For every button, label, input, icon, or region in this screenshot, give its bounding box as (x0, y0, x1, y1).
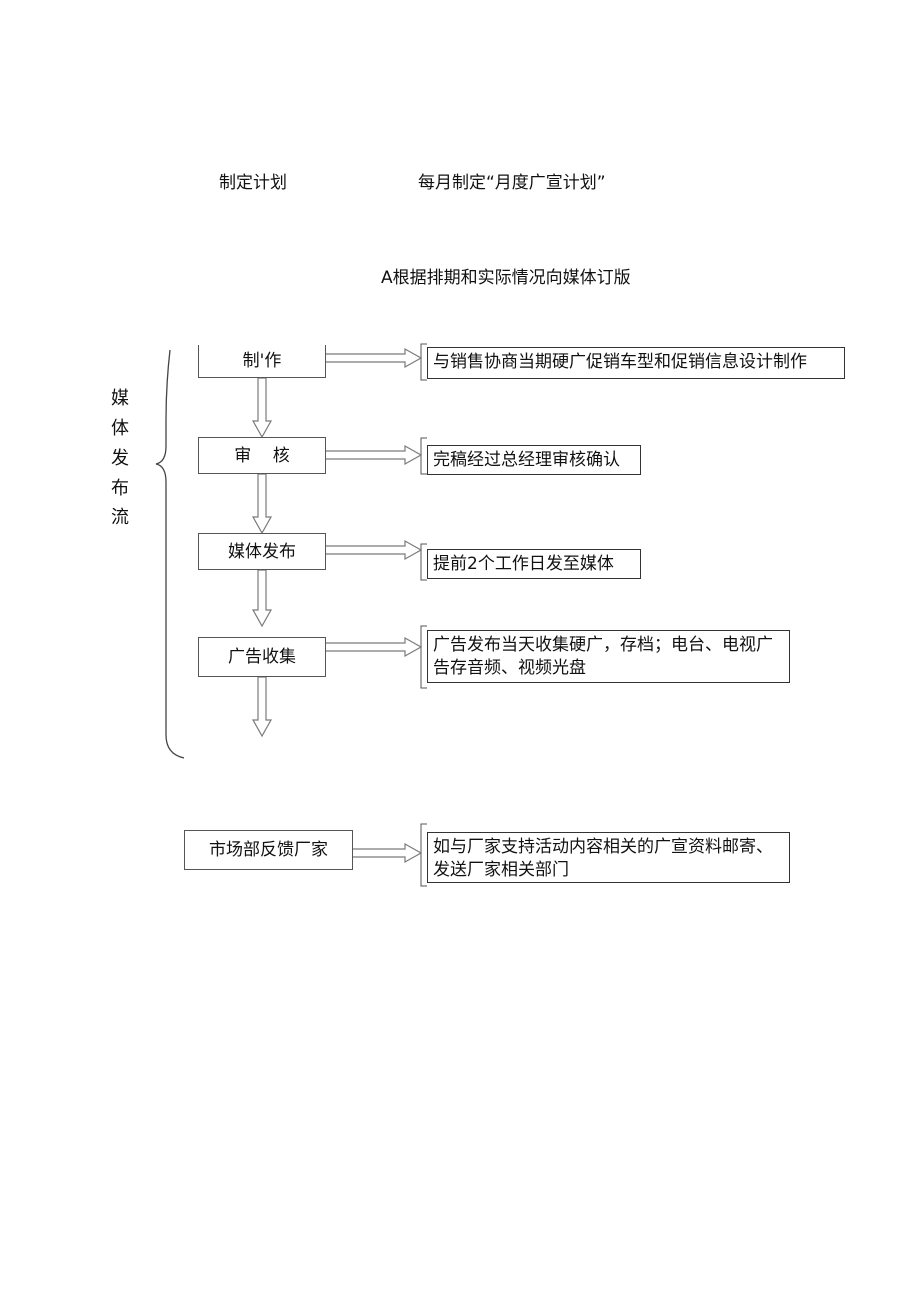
side-label-char-2: 体 (111, 418, 129, 439)
note-bracket-3 (420, 543, 427, 581)
step-review-label: 审 核 (234, 445, 290, 466)
right-arrow-4 (324, 636, 423, 658)
side-label-char-5: 流 (111, 507, 129, 528)
side-label-char-3: 发 (111, 448, 129, 469)
side-brace (155, 349, 185, 759)
note-review-line-1: 完稿经过总经理审核确认 (433, 450, 620, 470)
down-arrow-1 (251, 377, 273, 439)
side-label-char-1: 媒 (111, 388, 129, 409)
note-review: 完稿经过总经理审核确认 (427, 445, 641, 475)
note-ad-collection-line-1: 广告发布当天收集硬广，存档；电台、电视广 (433, 635, 773, 655)
down-arrow-2 (251, 473, 273, 535)
booking-description: A根据排期和实际情况向媒体订版 (381, 268, 631, 288)
down-arrow-4 (251, 676, 273, 738)
note-production-line-1: 与销售协商当期硬广促销车型和促销信息设计制作 (433, 352, 807, 372)
step-ad-collection: 广告收集 (198, 637, 326, 677)
note-media-publish: 提前2个工作日发至媒体 (427, 549, 641, 579)
down-arrow-3 (251, 569, 273, 628)
note-bracket-5 (420, 823, 427, 887)
plan-label: 制定计划 (219, 173, 287, 193)
right-arrow-3 (324, 539, 423, 561)
note-media-publish-line-1: 提前2个工作日发至媒体 (433, 554, 614, 574)
right-arrow-5 (351, 842, 423, 864)
step-production-label: 制'作 (242, 351, 282, 371)
note-feedback: 如与厂家支持活动内容相关的广宣资料邮寄、 发送厂家相关部门 (427, 832, 790, 883)
feedback-label: 市场部反馈厂家 (209, 840, 328, 860)
note-ad-collection: 广告发布当天收集硬广，存档；电台、电视广 告存音频、视频光盘 (427, 630, 790, 683)
note-bracket-1 (420, 343, 427, 381)
side-label-char-4: 布 (111, 478, 129, 499)
note-bracket-2 (420, 437, 427, 475)
step-production: 制'作 (198, 345, 326, 378)
note-feedback-line-1: 如与厂家支持活动内容相关的广宣资料邮寄、 (433, 837, 773, 857)
step-ad-collection-label: 广告收集 (228, 647, 296, 667)
note-bracket-4 (420, 625, 427, 689)
note-feedback-line-2: 发送厂家相关部门 (433, 860, 569, 880)
right-arrow-1 (324, 347, 423, 369)
step-review: 审 核 (198, 437, 326, 474)
note-production: 与销售协商当期硬广促销车型和促销信息设计制作 (427, 347, 845, 379)
feedback-box: 市场部反馈厂家 (184, 830, 353, 870)
step-media-publish: 媒体发布 (198, 533, 326, 570)
note-ad-collection-line-2: 告存音频、视频光盘 (433, 658, 586, 678)
right-arrow-2 (324, 444, 423, 466)
plan-description: 每月制定“月度广宣计划” (418, 173, 606, 193)
step-media-publish-label: 媒体发布 (228, 541, 296, 562)
